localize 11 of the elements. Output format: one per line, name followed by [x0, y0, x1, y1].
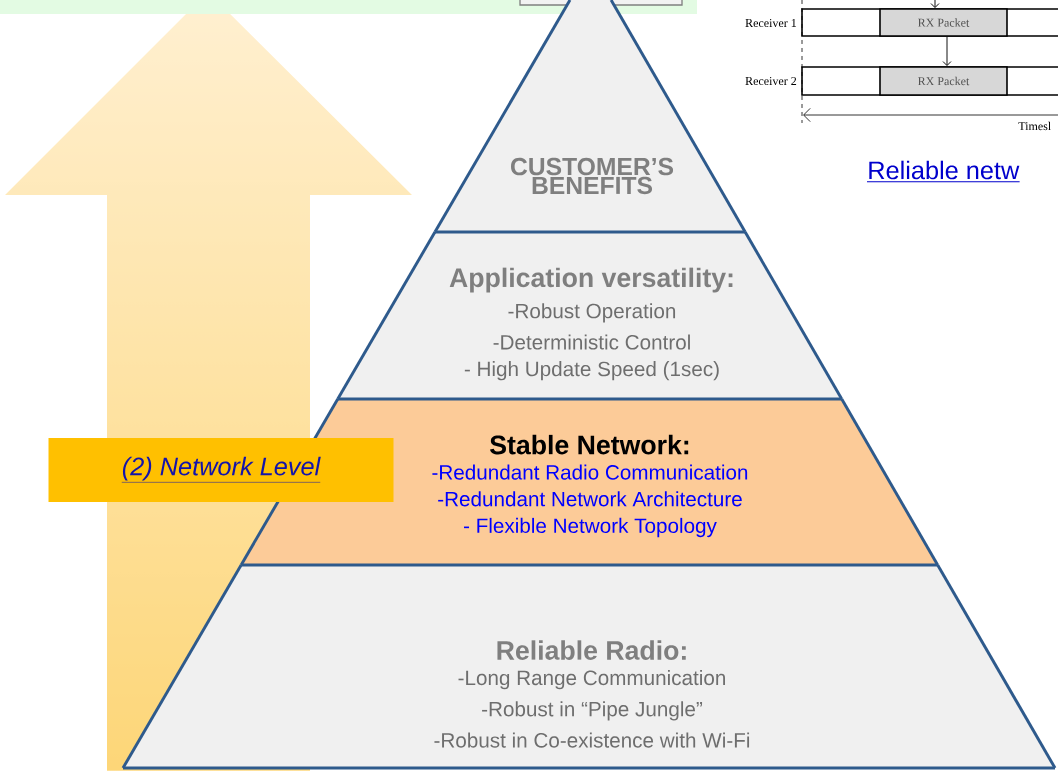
link-text: Reliable netw — [866, 160, 1021, 183]
packet-box: RX Packet — [879, 8, 1008, 37]
dimension-label: Timesl — [1018, 121, 1051, 131]
row-label: Receiver 1 — [745, 18, 797, 28]
pyramid-tier: Reliable Radio: -Long Range Communication -Robust in “Pipe Jungle” -Robust in Co-existence with Wi-Fi — [121, 563, 1057, 770]
arrow — [930, 0, 940, 8]
arrow — [942, 36, 952, 66]
row-label: Receiver 2 — [745, 76, 797, 86]
packet-box: RX Packet — [879, 66, 1008, 96]
pyramid-tier: Application versatility: -Robust Operation -Deterministic Control - High Update Speed (1sec) — [336, 230, 843, 400]
level-box: (2) Network Level — [48, 438, 394, 502]
